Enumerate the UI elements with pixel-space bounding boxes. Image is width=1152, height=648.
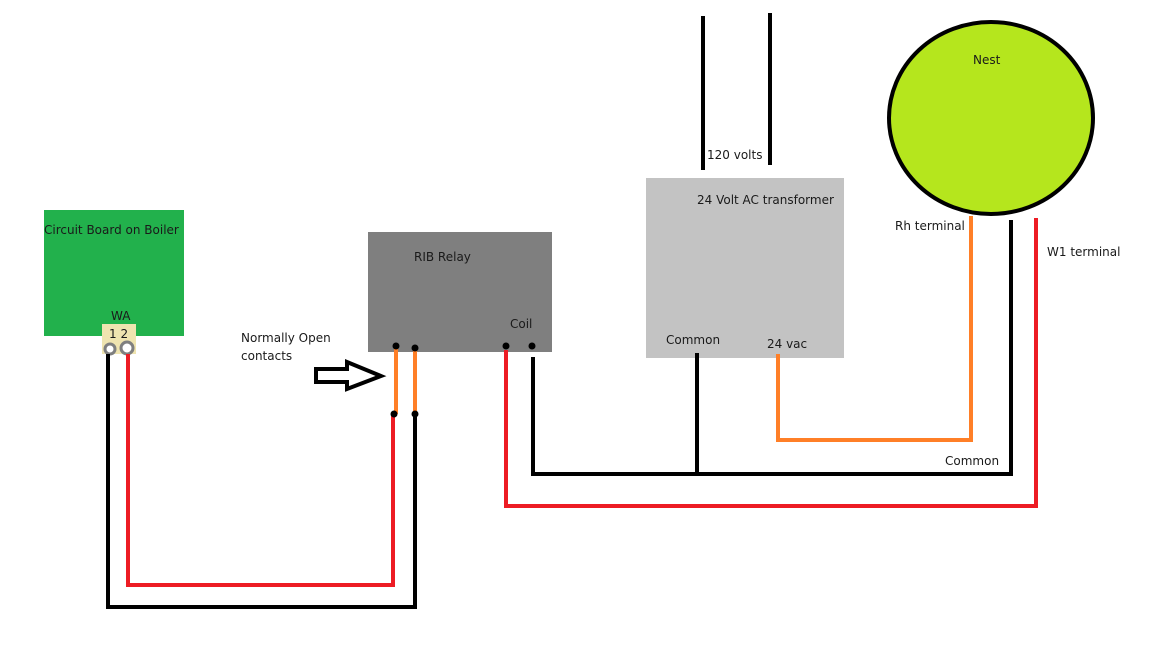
terminal-screw-2 — [119, 340, 135, 356]
circuit-board-label: Circuit Board on Boiler — [44, 223, 179, 237]
arrow-icon — [314, 359, 387, 392]
circuit-board — [44, 210, 184, 336]
no-contacts-label-line2: contacts — [241, 349, 292, 363]
coil-terminal-1 — [502, 342, 510, 350]
wire-black-coil-to-common — [531, 220, 1013, 476]
nest-label: Nest — [973, 53, 1001, 67]
relay-label: RIB Relay — [414, 250, 471, 264]
coil-label: Coil — [510, 317, 532, 331]
contact-terminal-1 — [392, 342, 400, 350]
contact-splice-2 — [411, 410, 419, 418]
wire-red-boiler-to-relay — [126, 354, 395, 587]
rib-relay — [368, 232, 552, 352]
wire-orange-24vac-to-rh — [776, 216, 973, 442]
nest-common-label: Common — [945, 454, 999, 468]
supply-label: 120 volts — [707, 148, 762, 162]
transformer — [646, 178, 844, 358]
w1-terminal-label: W1 terminal — [1047, 245, 1120, 259]
terminal-screw-1 — [103, 342, 117, 356]
coil-terminal-2 — [528, 342, 536, 350]
transformer-24vac-label: 24 vac — [767, 337, 807, 351]
nest-thermostat — [887, 20, 1095, 216]
contact-splice-1 — [390, 410, 398, 418]
transformer-label: 24 Volt AC transformer — [697, 193, 834, 207]
transformer-common-label: Common — [666, 333, 720, 347]
rh-terminal-label: Rh terminal — [895, 219, 965, 233]
no-contacts-label-line1: Normally Open — [241, 331, 331, 345]
contact-terminal-2 — [411, 344, 419, 352]
wire-black-boiler-to-relay — [106, 354, 417, 609]
terminal-numbers: 1 2 — [109, 327, 128, 341]
wire-red-coil-to-w1 — [504, 218, 1038, 508]
terminal-wa-label: WA — [111, 309, 131, 323]
